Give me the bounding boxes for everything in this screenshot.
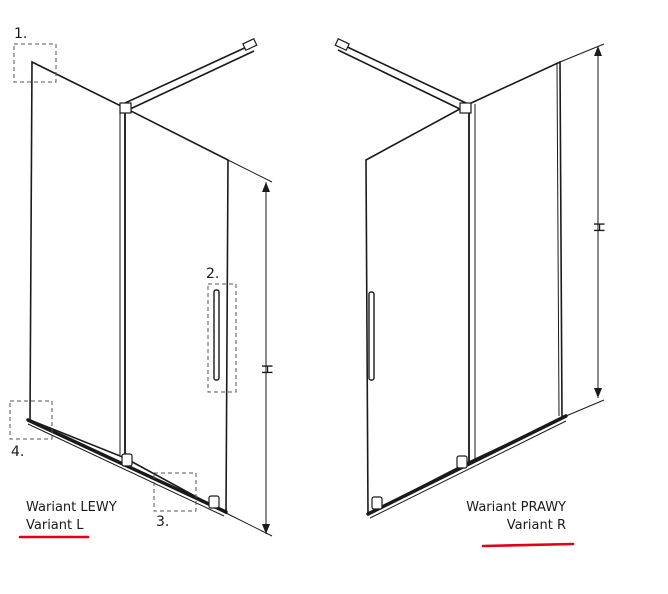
left-fixed-panel xyxy=(29,60,126,460)
callout-label-1: 1. xyxy=(14,26,27,42)
right-variant-drawing: H Wariant PRAWY Variant R xyxy=(334,38,606,548)
left-stabilizer-bar xyxy=(119,38,258,114)
right-door-handle xyxy=(368,291,375,381)
right-dimension-label: H xyxy=(590,222,606,233)
left-door-handle xyxy=(213,289,220,381)
left-dimension-label: H xyxy=(258,364,274,375)
callout-box-4 xyxy=(9,400,53,440)
right-height-dimension: H xyxy=(559,43,606,417)
right-caption-pl: Wariant PRAWY xyxy=(466,500,566,515)
left-caption-en: Variant L xyxy=(26,518,84,533)
left-variant-drawing: 1. 2. 3. 4. H Wariant LEWY Variant L xyxy=(9,26,274,539)
callout-label-3: 3. xyxy=(156,514,169,530)
callout-box-1 xyxy=(13,43,57,83)
right-fixed-panel xyxy=(468,60,563,464)
left-height-dimension: H xyxy=(225,159,274,537)
right-caption-underline xyxy=(481,542,575,548)
callout-label-2: 2. xyxy=(206,266,219,282)
left-caption-pl: Wariant LEWY xyxy=(26,500,117,515)
right-stabilizer-bar xyxy=(334,38,472,114)
callout-box-2 xyxy=(207,283,237,393)
right-caption-en: Variant R xyxy=(507,518,566,533)
right-sliding-door xyxy=(365,102,470,516)
callout-box-3 xyxy=(153,472,197,512)
left-sliding-door xyxy=(124,106,229,515)
callout-label-4: 4. xyxy=(11,444,24,460)
